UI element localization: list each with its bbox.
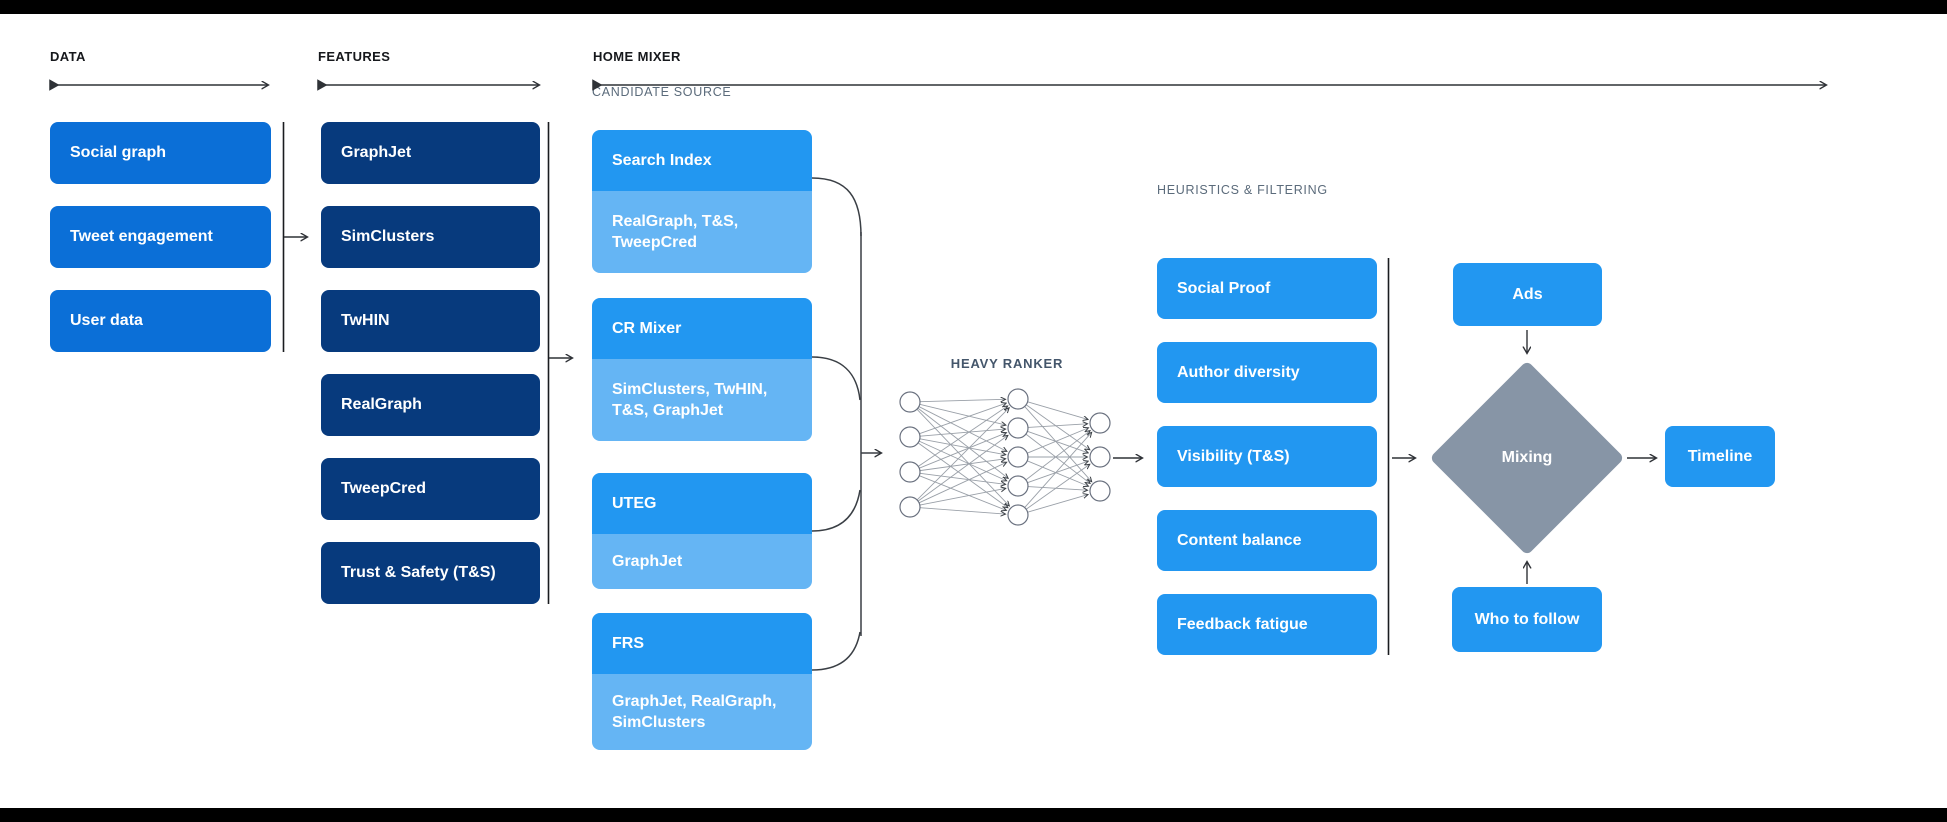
mixing-diamond-label: Mixing (1501, 449, 1553, 466)
data-box-user-data: User data (50, 290, 271, 352)
candidate-source-name: FRS (592, 613, 812, 674)
heuristic-box-author-diversity: Author diversity (1157, 342, 1377, 403)
feature-box-trust-safety: Trust & Safety (T&S) (321, 542, 540, 604)
candidate-source-uteg: UTEG GraphJet (592, 473, 812, 589)
network-node (899, 496, 921, 518)
feature-box-simclusters: SimClusters (321, 206, 540, 268)
candidate-source-features: RealGraph, T&S, TweepCred (592, 191, 812, 273)
network-node (899, 461, 921, 483)
data-column-header: DATA (50, 49, 86, 64)
candidate-source-cr-mixer: CR Mixer SimClusters, TwHIN, T&S, GraphJ… (592, 298, 812, 441)
heavy-ranker-network (899, 388, 1111, 526)
candidate-source-frs: FRS GraphJet, RealGraph, SimClusters (592, 613, 812, 750)
network-node (1007, 504, 1029, 526)
candidate-source-features: SimClusters, TwHIN, T&S, GraphJet (592, 359, 812, 441)
bottom-frame-bar (0, 808, 1947, 822)
network-node (1007, 417, 1029, 439)
feature-box-realgraph: RealGraph (321, 374, 540, 436)
candidate-source-features: GraphJet, RealGraph, SimClusters (592, 674, 812, 750)
heuristic-box-feedback-fatigue: Feedback fatigue (1157, 594, 1377, 655)
home-mixer-header-arrow (592, 79, 1826, 91)
feature-box-graphjet: GraphJet (321, 122, 540, 184)
heuristic-box-visibility: Visibility (T&S) (1157, 426, 1377, 487)
home-mixer-header: HOME MIXER (593, 49, 681, 64)
candidate-source-label: CANDIDATE SOURCE (592, 85, 732, 99)
network-node (899, 391, 921, 413)
candidate-source-search-index: Search Index RealGraph, T&S, TweepCred (592, 130, 812, 273)
ads-box: Ads (1453, 263, 1602, 326)
data-box-tweet-engagement: Tweet engagement (50, 206, 271, 268)
network-node (899, 426, 921, 448)
network-node (1007, 475, 1029, 497)
features-header-arrow (317, 79, 539, 91)
candidate-source-features: GraphJet (592, 534, 812, 589)
network-node (1089, 446, 1111, 468)
heuristic-box-content-balance: Content balance (1157, 510, 1377, 571)
heuristics-label: HEURISTICS & FILTERING (1157, 183, 1328, 197)
network-node (1089, 412, 1111, 434)
network-node (1007, 446, 1029, 468)
data-header-arrow (49, 79, 268, 91)
feature-box-tweepcred: TweepCred (321, 458, 540, 520)
candidate-source-name: Search Index (592, 130, 812, 191)
data-box-social-graph: Social graph (50, 122, 271, 184)
heuristic-box-social-proof: Social Proof (1157, 258, 1377, 319)
candidate-source-name: CR Mixer (592, 298, 812, 359)
heavy-ranker-label: HEAVY RANKER (950, 356, 1064, 371)
top-frame-bar (0, 0, 1947, 14)
candidates-collector (811, 177, 881, 671)
candidate-source-name: UTEG (592, 473, 812, 534)
network-node (1007, 388, 1029, 410)
who-to-follow-box: Who to follow (1452, 587, 1602, 652)
feature-box-twhin: TwHIN (321, 290, 540, 352)
timeline-box: Timeline (1665, 426, 1775, 487)
network-node (1089, 480, 1111, 502)
features-column-header: FEATURES (318, 49, 391, 64)
